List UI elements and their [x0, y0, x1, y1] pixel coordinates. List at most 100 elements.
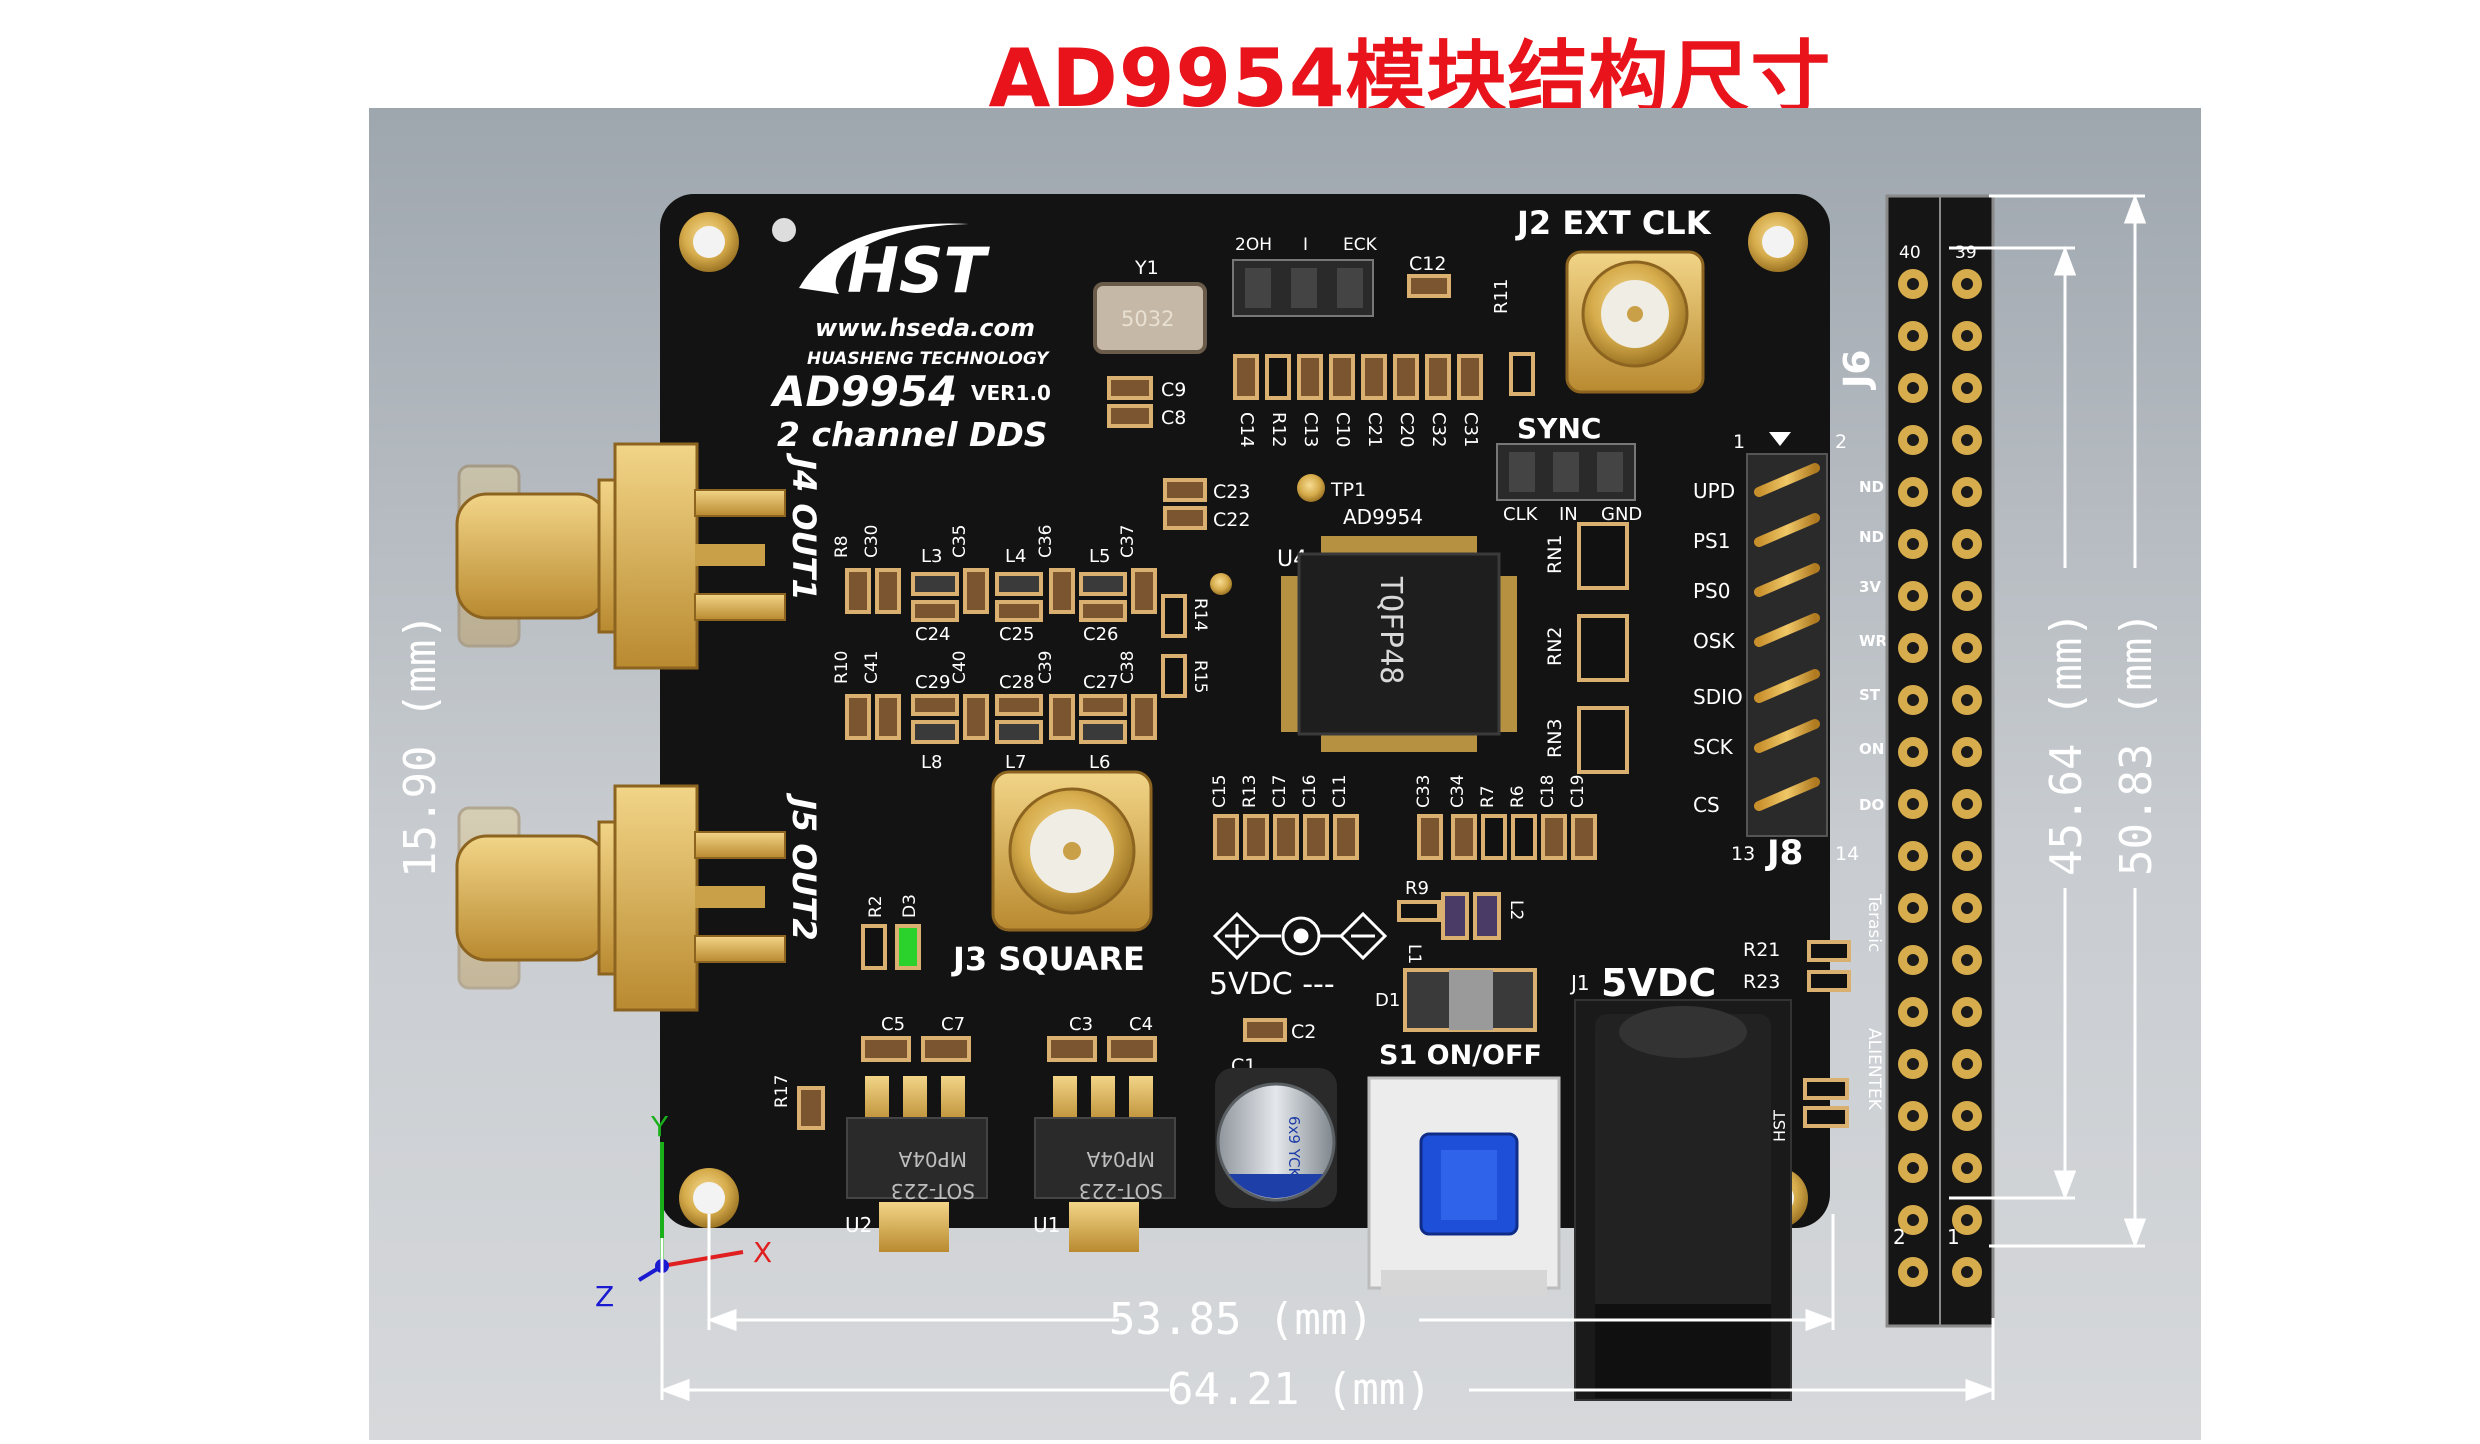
j6-pin-hole	[1907, 746, 1919, 758]
j6-pin-hole	[1961, 382, 1973, 394]
u1-mark-2: SOT-223	[1079, 1179, 1163, 1203]
j6-pin-hole	[1907, 954, 1919, 966]
c30-label: C30	[862, 524, 882, 558]
j8-right-7: DO	[1859, 796, 1884, 814]
dimension-outer-width: 64.21 (mm)	[1167, 1364, 1432, 1415]
description-text: 2 channel DDS	[777, 415, 1048, 454]
c5-label: C5	[881, 1014, 905, 1035]
c4-label: C4	[1129, 1014, 1153, 1035]
rn2-label: RN2	[1544, 626, 1566, 666]
c20-label: C20	[1396, 412, 1417, 447]
c40-label: C40	[950, 650, 970, 684]
dc-power-jack-j1[interactable]	[1574, 999, 1792, 1401]
r12-label: R12	[1268, 412, 1289, 447]
c14-label: C14	[1236, 412, 1257, 447]
j3-sma-connector[interactable]	[991, 770, 1153, 932]
j8-right-6: ON	[1859, 740, 1884, 758]
j8-pin14-number: 14	[1835, 843, 1859, 865]
switch-label: S1 ON/OFF	[1379, 1040, 1542, 1071]
j1-label: J1	[1569, 971, 1590, 995]
j8-right-4: WR	[1859, 632, 1888, 650]
r10-label: R10	[832, 651, 852, 684]
sync-pin-in: IN	[1559, 504, 1578, 525]
sync-pin-clk: CLK	[1503, 504, 1539, 525]
j3-label: J3 SQUARE	[951, 940, 1145, 978]
j6-pin-hole	[1907, 1110, 1919, 1122]
j6-pin-hole	[1961, 850, 1973, 862]
dimension-inner-height: 45.64 (mm)	[2041, 611, 2092, 876]
j4-sma-connector[interactable]	[455, 442, 786, 670]
j6-pin-hole	[1961, 902, 1973, 914]
j8-right-1: ND	[1859, 478, 1884, 496]
clk-header-pin-2: I	[1303, 235, 1308, 255]
l5-label: L5	[1089, 546, 1110, 567]
l2-label: L2	[1506, 900, 1526, 920]
j5-sma-connector[interactable]	[455, 784, 786, 1012]
j8-pin-cs: CS	[1693, 793, 1720, 817]
u2-mark-2: SOT-223	[891, 1179, 975, 1203]
dimension-outer-height: 50.83 (mm)	[2111, 611, 2162, 876]
c21-label: C21	[1364, 412, 1385, 447]
j8-pin-upd: UPD	[1693, 479, 1735, 503]
cap-mark: 6x9 YCK	[1285, 1116, 1303, 1179]
c38-label: C38	[1118, 650, 1138, 684]
filter-components	[845, 568, 1187, 744]
j8-pin-ps0: PS0	[1693, 579, 1730, 603]
j6-header[interactable]	[1885, 194, 1995, 1328]
c28-label: C28	[999, 672, 1034, 693]
j6-pin-hole	[1907, 434, 1919, 446]
r11-label: R11	[1491, 279, 1512, 314]
j8-header[interactable]	[1746, 453, 1828, 837]
model-text: AD9954	[770, 367, 957, 416]
test-point-tp1[interactable]	[1297, 474, 1325, 502]
j6-pin-hole	[1907, 902, 1919, 914]
r6-label: R6	[1508, 785, 1528, 808]
j6-pin39: 39	[1955, 243, 1977, 263]
brand-logo: HST	[799, 223, 991, 307]
c26-label: C26	[1083, 624, 1118, 645]
j6-pin-hole	[1961, 1058, 1973, 1070]
c19-label: C19	[1568, 774, 1588, 808]
regulator-u2	[846, 1036, 988, 1252]
c41-label: C41	[862, 650, 882, 684]
tp1-label: TP1	[1330, 479, 1366, 501]
j6-label: J6	[1837, 350, 1878, 391]
r7-label: R7	[1478, 785, 1498, 808]
j6-pin-hole	[1961, 538, 1973, 550]
c12-label: C12	[1409, 253, 1446, 275]
l3-label: L3	[921, 546, 942, 567]
r9-label: R9	[1405, 878, 1429, 899]
clk-header-pin-1: 2OH	[1235, 235, 1272, 255]
sync-header[interactable]	[1496, 443, 1636, 501]
c31-label: C31	[1460, 412, 1481, 447]
j8-pin2-number: 2	[1835, 431, 1847, 453]
u1-mark-1: MP04A	[1086, 1147, 1155, 1171]
rn1-label: RN1	[1544, 534, 1566, 574]
j6-pin-hole	[1961, 642, 1973, 654]
j6-pin-hole	[1907, 330, 1919, 342]
power-symbol-label: 5VDC ---	[1209, 967, 1335, 1002]
board-diagram: HST www.hseda.com HUASHENG TECHNOLOGY AD…	[395, 193, 2162, 1415]
power-switch-s1[interactable]	[1367, 1076, 1561, 1296]
chip-package: TQFP48	[1373, 576, 1408, 684]
alientek-text: ALIENTEK	[1864, 1028, 1884, 1111]
l1-label: L1	[1404, 944, 1424, 964]
j6-pin-hole	[1907, 850, 1919, 862]
r14-label: R14	[1190, 598, 1210, 631]
clock-select-header[interactable]	[1232, 259, 1374, 317]
j6-pin-hole	[1961, 278, 1973, 290]
c17-label: C17	[1270, 774, 1290, 808]
j6-pin-hole	[1907, 1162, 1919, 1174]
axis-z-label: Z	[595, 1280, 614, 1313]
axis-y-label: Y	[650, 1110, 669, 1143]
j6-pin-hole	[1907, 538, 1919, 550]
j2-sma-connector[interactable]	[1565, 250, 1705, 394]
c6-label: R17	[772, 1075, 792, 1108]
j6-pin-hole	[1961, 590, 1973, 602]
j8-pin-osk: OSK	[1693, 629, 1735, 653]
j6-pin-hole	[1907, 1006, 1919, 1018]
j8-pin-sck: SCK	[1693, 735, 1734, 759]
j6-pin-hole	[1961, 1266, 1973, 1278]
c32-label: C32	[1428, 412, 1449, 447]
c34-label: C34	[1448, 774, 1468, 808]
